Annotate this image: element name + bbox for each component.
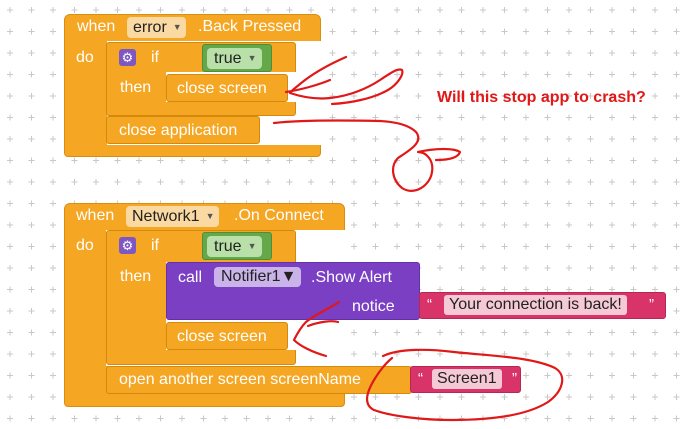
- notifier-dropdown[interactable]: Notifier1▼: [214, 267, 302, 287]
- gear-icon[interactable]: ⚙: [119, 49, 136, 66]
- close-quote: ”: [649, 296, 654, 313]
- close-quote: ”: [512, 370, 517, 387]
- chevron-down-icon: ▼: [280, 268, 297, 285]
- if-label: if: [151, 49, 159, 66]
- do-label: do: [76, 49, 94, 66]
- boolean-dropdown[interactable]: true ▼: [207, 48, 262, 69]
- close-screen-label: close screen: [177, 328, 267, 345]
- close-screen-block[interactable]: [166, 322, 288, 350]
- annotation-question: Will this stop app to crash?: [437, 89, 646, 106]
- open-quote: “: [418, 370, 423, 387]
- component-dropdown-network1[interactable]: Network1 ▼: [126, 206, 219, 227]
- component-name: error: [133, 19, 167, 36]
- do-label: do: [76, 237, 94, 254]
- notifier-name: Notifier1: [221, 268, 281, 285]
- chevron-down-icon: ▼: [247, 53, 257, 63]
- open-another-screen-label: open another screen screenName: [119, 371, 361, 388]
- gear-icon[interactable]: ⚙: [119, 237, 136, 254]
- boolean-value: true: [214, 50, 242, 67]
- boolean-value: true: [214, 238, 242, 255]
- screen-name-value[interactable]: Screen1: [432, 369, 502, 389]
- notice-text-value[interactable]: Your connection is back!: [444, 295, 627, 315]
- close-application-label: close application: [119, 122, 238, 139]
- close-screen-block[interactable]: [166, 74, 288, 102]
- call-label: call: [178, 269, 203, 286]
- chevron-down-icon: ▼: [205, 211, 215, 221]
- chevron-down-icon: ▼: [247, 241, 257, 251]
- event-when-label: when: [77, 18, 116, 35]
- chevron-down-icon: ▼: [172, 22, 182, 32]
- event-name-label: .On Connect: [234, 207, 324, 224]
- notice-label: notice: [352, 298, 395, 315]
- component-dropdown-error[interactable]: error ▼: [127, 17, 186, 38]
- open-quote: “: [427, 296, 432, 313]
- then-label: then: [120, 79, 152, 96]
- open-another-screen-block[interactable]: [106, 366, 412, 394]
- close-application-block[interactable]: [106, 116, 260, 144]
- event-when-label: when: [76, 207, 115, 224]
- if-label: if: [151, 237, 159, 254]
- component-name: Network1: [132, 208, 200, 225]
- boolean-dropdown[interactable]: true ▼: [207, 236, 262, 257]
- close-screen-label: close screen: [177, 80, 267, 97]
- method-label: .Show Alert: [311, 269, 392, 286]
- event-name-label: .Back Pressed: [198, 18, 302, 35]
- then-label: then: [120, 268, 152, 285]
